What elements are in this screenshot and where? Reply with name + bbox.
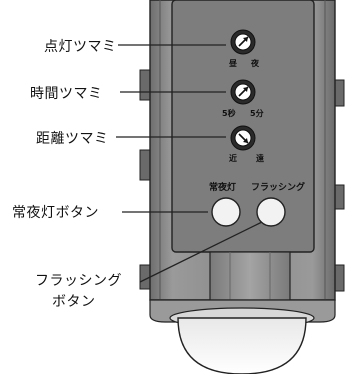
leader-lines	[116, 44, 263, 283]
sensor-dome	[177, 317, 307, 374]
night-light-button[interactable]	[211, 197, 241, 227]
callout-flash-button-line2: ボタン	[52, 294, 96, 310]
callout-time-dial: 時間ツマミ	[30, 86, 103, 102]
callout-night-button: 常夜灯ボタン	[12, 205, 99, 221]
dial-distance-left-label: 近	[229, 153, 237, 163]
time-dial[interactable]	[230, 79, 256, 105]
distance-dial[interactable]	[230, 125, 256, 151]
dial-time-left-label: 5秒	[222, 108, 236, 118]
dial-lighting-right-label: 夜	[250, 58, 260, 68]
lower-neck	[209, 251, 291, 301]
dial-time-right-label: 5分	[250, 108, 264, 118]
lighting-dial[interactable]	[230, 29, 256, 55]
callout-lighting-dial: 点灯ツマミ	[44, 39, 117, 55]
flashing-button[interactable]	[256, 197, 286, 227]
night-button-label: 常夜灯	[209, 181, 236, 193]
callout-flash-button-line1: フラッシング	[35, 273, 122, 289]
dial-distance-right-label: 遠	[256, 153, 264, 163]
flash-button-label: フラッシング	[251, 181, 305, 193]
dial-lighting-left-label: 昼	[228, 58, 238, 68]
callout-distance-dial: 距離ツマミ	[36, 131, 109, 147]
